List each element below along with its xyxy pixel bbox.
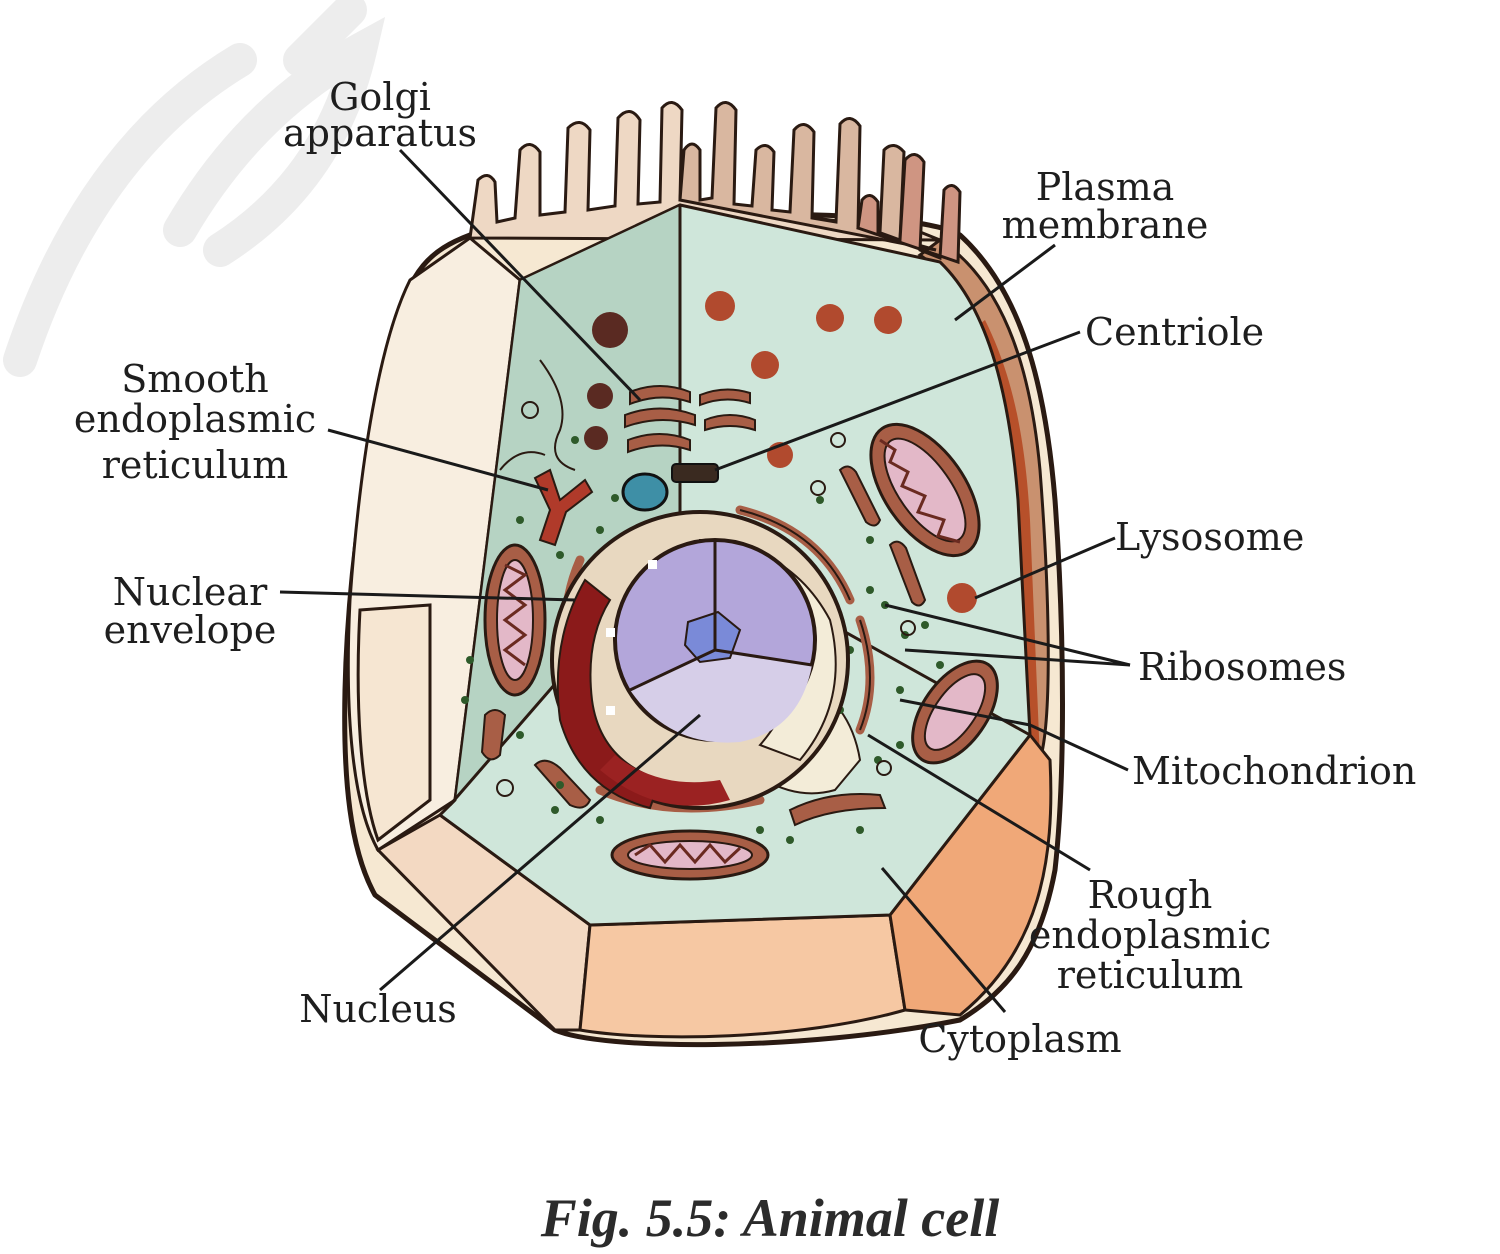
label-ser-3: reticulum	[102, 443, 289, 487]
label-nucleus: Nucleus	[299, 987, 457, 1031]
chromatin-band	[556, 578, 662, 810]
leader-golgi	[398, 148, 642, 402]
nucleus	[550, 510, 850, 810]
label-mitochondrion: Mitochondrion	[1132, 749, 1416, 793]
leader-mitochondrion-2	[899, 698, 1031, 727]
ribosomes	[461, 436, 944, 844]
label-plasma-2: membrane	[1002, 203, 1209, 247]
smooth-er-thread	[539, 359, 576, 471]
smooth-er-thread	[499, 451, 546, 471]
mitochondrion	[869, 422, 981, 558]
leader-lines	[279, 148, 1131, 1013]
label-rer-3: reticulum	[1057, 953, 1244, 997]
leader-rough-er	[867, 733, 1091, 872]
leader-plasma-membrane	[954, 243, 1056, 322]
vesicle	[587, 383, 613, 409]
left-wall-lower-box	[356, 603, 432, 843]
leader-nucleus	[379, 713, 701, 992]
lower-wall-middle	[578, 913, 907, 1039]
watermark	[3, 0, 386, 377]
leader-centriole	[714, 330, 1081, 472]
label-nuclear-2: envelope	[104, 608, 277, 652]
label-golgi-2: apparatus	[283, 111, 477, 155]
label-centriole: Centriole	[1085, 310, 1264, 354]
label-plasma-1: Plasma	[1036, 165, 1175, 209]
organelle-fragment	[480, 709, 507, 761]
microvilli	[468, 101, 962, 265]
label-cytoplasm: Cytoplasm	[918, 1017, 1121, 1061]
vesicle	[874, 306, 902, 334]
label-rer-1: Rough	[1088, 873, 1213, 917]
lysosome	[947, 583, 977, 613]
leader-ribosomes-2	[904, 648, 1131, 667]
label-ribosomes: Ribosomes	[1138, 645, 1346, 689]
small-vesicles	[496, 401, 916, 797]
labels: Golgi apparatus Plasma membrane Centriol…	[74, 75, 1416, 1061]
nucleoplasm-light	[630, 650, 812, 743]
chromatin-band	[600, 755, 730, 806]
vesicle	[592, 312, 628, 348]
leader-cytoplasm	[880, 867, 1007, 1013]
label-ser-2: endoplasmic	[74, 397, 316, 441]
mitochondrion	[610, 829, 770, 881]
centriole	[621, 463, 719, 512]
leader-lysosome	[974, 536, 1116, 600]
label-lysosome: Lysosome	[1115, 515, 1304, 559]
nucleolus	[683, 610, 742, 664]
nuclear-pores	[606, 560, 657, 715]
leader-ribosomes-1	[884, 603, 1131, 667]
figure-caption: Fig. 5.5: Animal cell	[540, 1188, 1000, 1248]
leader-smooth-er	[327, 428, 549, 492]
vesicle	[816, 304, 844, 332]
organelle-fragment	[788, 793, 887, 827]
label-ser-1: Smooth	[121, 357, 269, 401]
organelle-fragment	[888, 540, 927, 607]
leader-nuclear-envelope	[279, 590, 576, 602]
golgi-stack	[624, 385, 756, 454]
lower-wall-right	[888, 732, 1053, 1017]
smooth-er	[533, 468, 594, 547]
label-golgi-1: Golgi	[329, 75, 431, 119]
mitochondrion	[483, 543, 547, 697]
vesicle	[705, 291, 735, 321]
label-rer-2: endoplasmic	[1029, 913, 1271, 957]
vesicle	[584, 426, 608, 450]
leader-mitochondrion	[1029, 723, 1129, 772]
organelle-fragment	[838, 465, 882, 527]
label-nuclear-1: Nuclear	[113, 570, 268, 614]
vesicle	[751, 351, 779, 379]
